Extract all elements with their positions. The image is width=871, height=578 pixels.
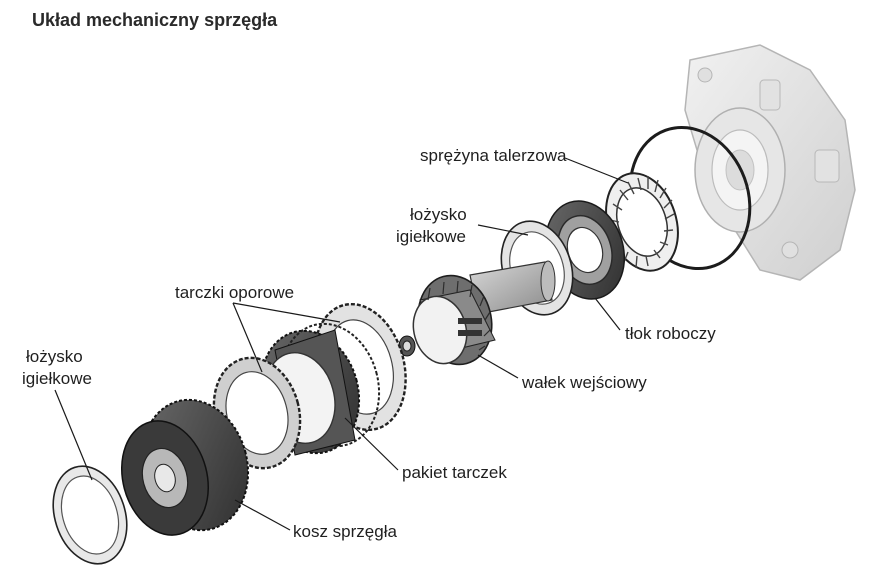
diagram-title: Układ mechaniczny sprzęgła bbox=[32, 10, 278, 30]
label-needle-bearing-top-line1: łożysko bbox=[410, 205, 467, 224]
label-needle-bearing-top-line2: igiełkowe bbox=[396, 227, 466, 246]
leader-needle-bearing-left bbox=[54, 389, 93, 481]
label-clutch-basket: kosz sprzęgła bbox=[293, 522, 397, 541]
label-disc-pack: pakiet tarczek bbox=[402, 463, 507, 482]
label-needle-bearing-left-line1: łożysko bbox=[26, 347, 83, 366]
leader-disc-pack bbox=[344, 417, 399, 471]
label-piston: tłok roboczy bbox=[625, 324, 716, 343]
small-needle-bearing bbox=[398, 335, 416, 357]
leader-input-shaft bbox=[477, 354, 519, 379]
leader-disc-spring bbox=[564, 157, 629, 184]
clutch-housing bbox=[684, 44, 856, 281]
leader-lines bbox=[54, 157, 629, 531]
leader-needle-bearing-top bbox=[477, 224, 529, 236]
clutch-basket bbox=[120, 398, 250, 536]
leader-thrust-plate-front bbox=[232, 302, 263, 373]
needle-bearing-left bbox=[52, 465, 128, 565]
label-input-shaft: wałek wejściowy bbox=[522, 373, 647, 392]
label-needle-bearing-left-line2: igiełkowe bbox=[22, 369, 92, 388]
leader-piston bbox=[594, 297, 621, 331]
label-disc-spring: sprężyna talerzowa bbox=[420, 146, 567, 165]
leader-thrust-plate-back bbox=[232, 302, 341, 323]
label-thrust-plates: tarczki oporowe bbox=[175, 283, 295, 302]
leader-clutch-basket bbox=[234, 499, 291, 531]
disc-spring bbox=[605, 172, 679, 272]
input-shaft bbox=[412, 260, 556, 366]
thrust-plate-front bbox=[212, 356, 302, 470]
